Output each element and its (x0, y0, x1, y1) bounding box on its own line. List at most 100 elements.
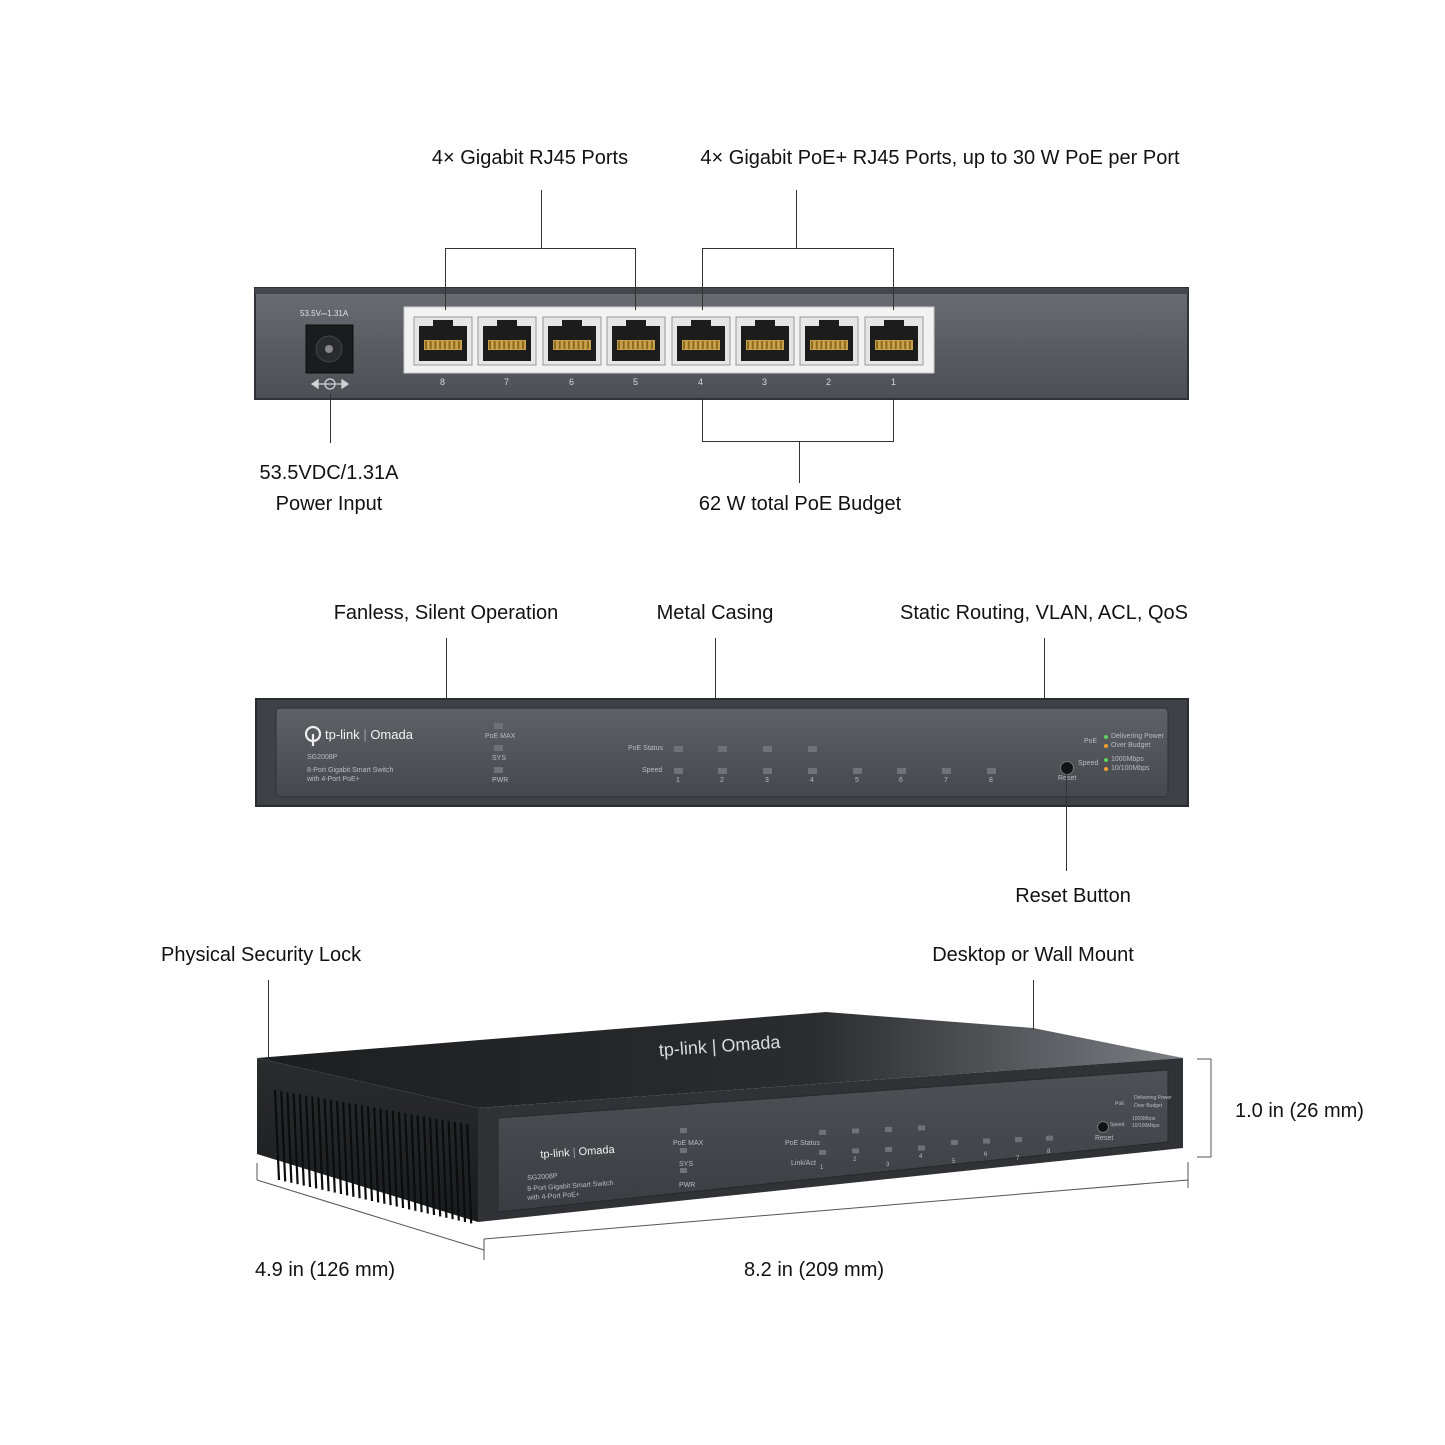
port-number: 3 (765, 777, 769, 784)
height-dimension: 1.0 in (26 mm) (1235, 1100, 1364, 1122)
front-brand: tp-link | Omada (325, 727, 413, 742)
persp-port-number: 3 (886, 1161, 890, 1168)
gbps-led-icon (1104, 758, 1108, 762)
persp-legend-delivering: Delivering Power (1134, 1095, 1172, 1101)
bracket-line (445, 248, 446, 310)
rj45-port[interactable] (413, 316, 473, 366)
leader-line (1066, 774, 1067, 871)
speed-led (853, 768, 862, 774)
rj45-port[interactable] (735, 316, 795, 366)
tp-link-logo-icon (304, 725, 322, 746)
speed-led (763, 768, 772, 774)
port-number: 6 (899, 777, 903, 784)
mbps-led-icon (1104, 767, 1108, 771)
vent-slot (292, 1093, 299, 1185)
status-led (494, 767, 503, 773)
leader-line (330, 393, 331, 443)
port-number: 3 (762, 377, 768, 387)
persp-poe-max-label: PoE MAX (673, 1140, 704, 1147)
speed-label: Speed (642, 767, 663, 774)
speed-led (808, 768, 817, 774)
port-number: 8 (989, 777, 993, 784)
rj45-port[interactable] (671, 316, 731, 366)
vent-slot (280, 1091, 287, 1182)
depth-dimension: 4.9 in (126 mm) (254, 1259, 396, 1281)
persp-poe-led (885, 1126, 892, 1132)
persp-pwr-label: PWR (679, 1182, 696, 1189)
port-number: 7 (504, 377, 510, 387)
rj45-port[interactable] (799, 316, 859, 366)
legend-10-100-label: 10/100Mbps (1111, 765, 1150, 772)
leader-line (541, 190, 542, 248)
poe-status-led (808, 746, 817, 752)
over-budget-led-icon (1104, 744, 1108, 748)
port-number: 4 (698, 377, 704, 387)
persp-port-number: 2 (853, 1157, 857, 1164)
persp-status-led (680, 1168, 687, 1173)
persp-legend-1000: 1000Mbps (1132, 1116, 1156, 1122)
persp-port-number: 1 (820, 1164, 824, 1171)
poe-status-label: PoE Status (628, 745, 664, 752)
persp-port-number: 6 (984, 1151, 988, 1158)
speed-led (897, 768, 906, 774)
power-input-callout: 53.5VDC/1.31A Power Input (260, 458, 399, 520)
rj45-port[interactable] (606, 316, 666, 366)
leader-line (1033, 980, 1034, 1030)
reset-label: Reset (1058, 775, 1077, 782)
persp-link-led (951, 1139, 958, 1145)
persp-port-number: 5 (952, 1158, 956, 1165)
rj45-port[interactable] (864, 316, 924, 366)
vent-slot (286, 1092, 293, 1183)
port-number: 1 (891, 377, 897, 387)
polarity-icon (310, 378, 350, 390)
leader-line (268, 980, 269, 1060)
rj45-port[interactable] (477, 316, 537, 366)
persp-link-led (1015, 1137, 1022, 1143)
bracket-line (702, 248, 894, 249)
vent-slot (329, 1099, 336, 1193)
poe-budget-callout: 62 W total PoE Budget (698, 493, 902, 515)
sub-brand-name: Omada (370, 727, 413, 742)
power-spec-text: 53.5VDC/1.31A (259, 462, 399, 484)
vent-slot (311, 1096, 318, 1189)
bracket-line (702, 441, 894, 442)
status-led (494, 745, 503, 751)
legend-delivering-label: Delivering Power (1111, 733, 1164, 740)
bracket-line (702, 397, 703, 441)
front-panel (255, 698, 1189, 807)
persp-reset-button[interactable] (1097, 1121, 1109, 1133)
legend-speed-label: Speed (1078, 760, 1099, 767)
vent-slot (335, 1100, 343, 1195)
power-input-text: Power Input (275, 493, 383, 515)
persp-legend-10-100: 10/100Mbps (1132, 1123, 1160, 1129)
speed-led (718, 768, 727, 774)
vent-slot (317, 1097, 324, 1190)
power-rating-label: 53.5V⎓1.31A (300, 309, 349, 318)
persp-brand-name: tp-link (540, 1146, 571, 1161)
leader-line (715, 638, 716, 698)
persp-poe-led (918, 1125, 925, 1131)
width-dimension: 8.2 in (209 mm) (743, 1259, 885, 1281)
persp-link-led (885, 1146, 892, 1152)
vent-slot (304, 1095, 312, 1188)
reset-button[interactable] (1060, 761, 1074, 775)
persp-link-led (852, 1148, 859, 1154)
persp-link-act-label: Link/Act (791, 1160, 816, 1167)
port-number: 7 (944, 777, 948, 784)
perspective-device: tp-link | Omada (257, 1012, 1183, 1224)
leader-line (796, 190, 797, 248)
persp-sub-brand-name: Omada (578, 1143, 616, 1159)
persp-poe-status-label: PoE Status (785, 1140, 821, 1147)
persp-port-number: 7 (1016, 1156, 1020, 1163)
persp-poe-led (852, 1128, 859, 1134)
persp-link-led (918, 1145, 925, 1151)
port-number: 4 (810, 777, 814, 784)
security-lock-callout: Physical Security Lock (161, 944, 362, 966)
vent-slot (298, 1094, 305, 1186)
persp-port-number: 8 (1047, 1148, 1051, 1155)
brand-name: tp-link (325, 727, 360, 742)
rj45-port[interactable] (542, 316, 602, 366)
persp-legend-speed: Speed (1110, 1122, 1125, 1128)
port-number: 5 (855, 777, 859, 784)
persp-link-led (1046, 1135, 1053, 1141)
